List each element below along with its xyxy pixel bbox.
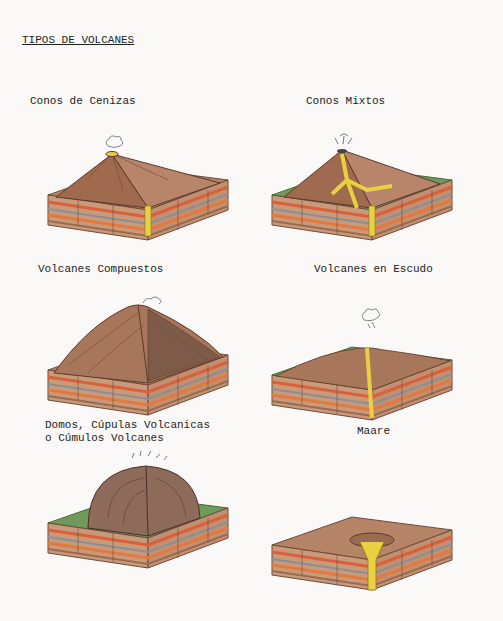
shield-volcano [272, 309, 452, 420]
composite-volcano [48, 297, 228, 415]
maar [272, 517, 452, 590]
volcano-type-label: Conos de Cenizas [30, 95, 136, 108]
volcanic-dome [48, 451, 228, 568]
volcano-type-label: Maare [357, 425, 390, 438]
volcano-type-label: Domos, Cúpulas Volcanicas o Cúmulos Volc… [45, 419, 220, 445]
page-title: TIPOS DE VOLCANES [22, 34, 134, 47]
cinder-cone [48, 136, 228, 240]
volcano-type-label: Conos Mixtos [306, 95, 385, 108]
mixed-cone [272, 134, 452, 240]
volcano-type-label: Volcanes Compuestos [38, 263, 163, 276]
volcano-type-label: Volcanes en Escudo [314, 263, 433, 276]
